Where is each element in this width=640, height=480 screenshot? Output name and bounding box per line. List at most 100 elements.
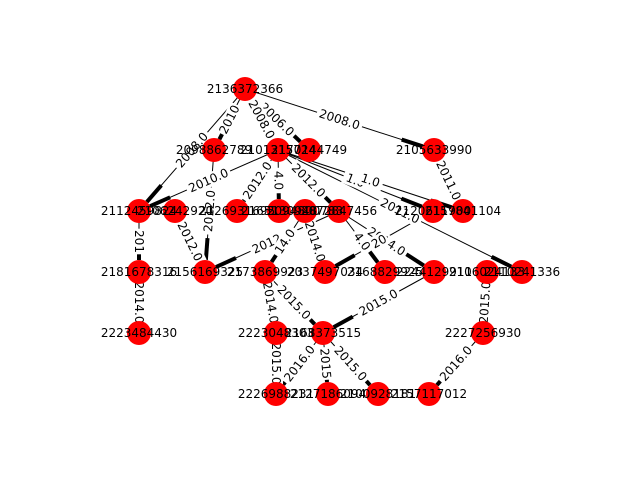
nodes-layer	[127, 77, 534, 406]
graph-node[interactable]	[313, 260, 337, 284]
graph-node[interactable]	[510, 260, 534, 284]
edge-label-background	[173, 217, 207, 266]
edge-label-group: 2015.0	[329, 341, 372, 386]
edge-label: 2015.0	[477, 281, 494, 324]
edge-label-group: 2015	[317, 346, 334, 381]
node-label: 2120611900	[395, 204, 471, 218]
edge-label: 201	[132, 230, 146, 253]
graph-node[interactable]	[373, 260, 397, 284]
edge-label: 2012.0	[240, 159, 275, 202]
edge-label-group: 201	[132, 228, 146, 255]
edge-label: 2016.0	[281, 343, 318, 385]
edge-label-background	[279, 340, 320, 387]
graph-node[interactable]	[475, 260, 499, 284]
edge-label-background	[286, 158, 331, 203]
edge-label-background	[132, 278, 146, 327]
node-labels-layer: 2136372366209886278921013157242170144749…	[101, 82, 560, 401]
graph-node[interactable]	[366, 382, 390, 406]
graph-node[interactable]	[127, 199, 151, 223]
node-label: 2157841104	[425, 204, 501, 218]
edge-label-background	[317, 346, 334, 381]
node-label: 2106024133	[449, 265, 525, 279]
edge-arrowhead	[215, 256, 237, 269]
edge-label-background	[244, 95, 279, 144]
graph-node[interactable]	[422, 260, 446, 284]
graph-node[interactable]	[267, 199, 291, 223]
edge-label-group: 2015.0	[269, 339, 283, 388]
graph-node[interactable]	[264, 321, 288, 345]
graph-node[interactable]	[163, 199, 187, 223]
graph-node[interactable]	[266, 138, 290, 162]
edge-label-background	[341, 169, 370, 192]
edge-label: 2015.0	[331, 343, 370, 384]
edge-label-group: 20	[367, 230, 391, 253]
edge-label: 4.0	[271, 171, 285, 190]
edge-label: 2014.0	[132, 282, 146, 324]
edge-label-background	[354, 284, 403, 321]
node-label: 2173869923	[227, 265, 303, 279]
edge-label-background	[132, 228, 146, 255]
graph-node[interactable]	[253, 260, 277, 284]
edge-label: 2015	[317, 348, 333, 380]
node-label: 2223048303	[238, 326, 314, 340]
graph-node[interactable]	[451, 199, 475, 223]
edge-label-background	[348, 227, 376, 256]
graph-node[interactable]	[293, 199, 317, 223]
graph-node[interactable]	[422, 138, 446, 162]
edge-arrowhead	[490, 255, 513, 269]
graph-node[interactable]	[316, 382, 340, 406]
node-label: 2110241336	[484, 265, 560, 279]
edge-label: 1.0	[359, 171, 382, 190]
edge-label: 2014.0	[302, 219, 328, 263]
edge-label: 2012.0	[289, 161, 329, 201]
edge-label: 2008.0	[317, 106, 361, 132]
edge-label-group: 2014.0	[300, 216, 330, 267]
edge-label-background	[255, 98, 299, 141]
edge-arrowhead	[203, 237, 210, 261]
edge-label-group: 2008.0	[314, 105, 365, 134]
node-label: 2072847456	[301, 204, 377, 218]
edge-label-background	[259, 278, 282, 327]
node-label: 2157117012	[391, 387, 467, 401]
node-label: 2165130948	[241, 204, 317, 218]
edge-label-background	[200, 186, 219, 236]
edge-arrowhead	[334, 253, 356, 268]
edge-label-group: 2011.0	[432, 156, 465, 205]
edge-label-background	[367, 230, 391, 253]
edge-arrowhead	[404, 251, 425, 268]
edge-label-background	[215, 101, 244, 138]
edge-label-background	[329, 341, 372, 386]
graph-node[interactable]	[202, 138, 226, 162]
edge-label-group: 2010	[215, 101, 244, 138]
graph-node[interactable]	[225, 199, 249, 223]
graph-node[interactable]	[193, 260, 217, 284]
node-label: 2181678316	[101, 265, 177, 279]
graph-node[interactable]	[127, 260, 151, 284]
graph-node[interactable]	[233, 77, 257, 101]
edge-arrowhead	[145, 184, 163, 204]
edge-label-background	[272, 280, 316, 325]
node-label: 2037497034	[287, 265, 363, 279]
edge-label-group: 2012.0	[238, 157, 277, 204]
graph-node[interactable]	[421, 199, 445, 223]
graph-node[interactable]	[471, 321, 495, 345]
node-label: 2100928181	[340, 387, 416, 401]
graph-node[interactable]	[417, 382, 441, 406]
node-label: 2168829925	[347, 265, 423, 279]
graph-node[interactable]	[297, 138, 321, 162]
node-label: 2106242920	[137, 204, 213, 218]
edge-label: 2010	[216, 103, 242, 137]
graph-node[interactable]	[327, 199, 351, 223]
node-label: 2094800783	[267, 204, 343, 218]
graph-node[interactable]	[264, 382, 288, 406]
graph-node[interactable]	[311, 321, 335, 345]
edge-label-group: 2014.0	[132, 278, 146, 327]
edge-label: 2011.0	[433, 159, 464, 203]
edge-label: 20	[369, 232, 389, 252]
edge-label: 2012.0	[201, 190, 218, 233]
edge-label-background	[314, 105, 365, 134]
edge-label-group: 2012.0	[200, 186, 219, 236]
edge-label-background	[270, 223, 300, 260]
graph-node[interactable]	[127, 321, 151, 345]
edge-label-group: 2015.0	[476, 278, 494, 327]
